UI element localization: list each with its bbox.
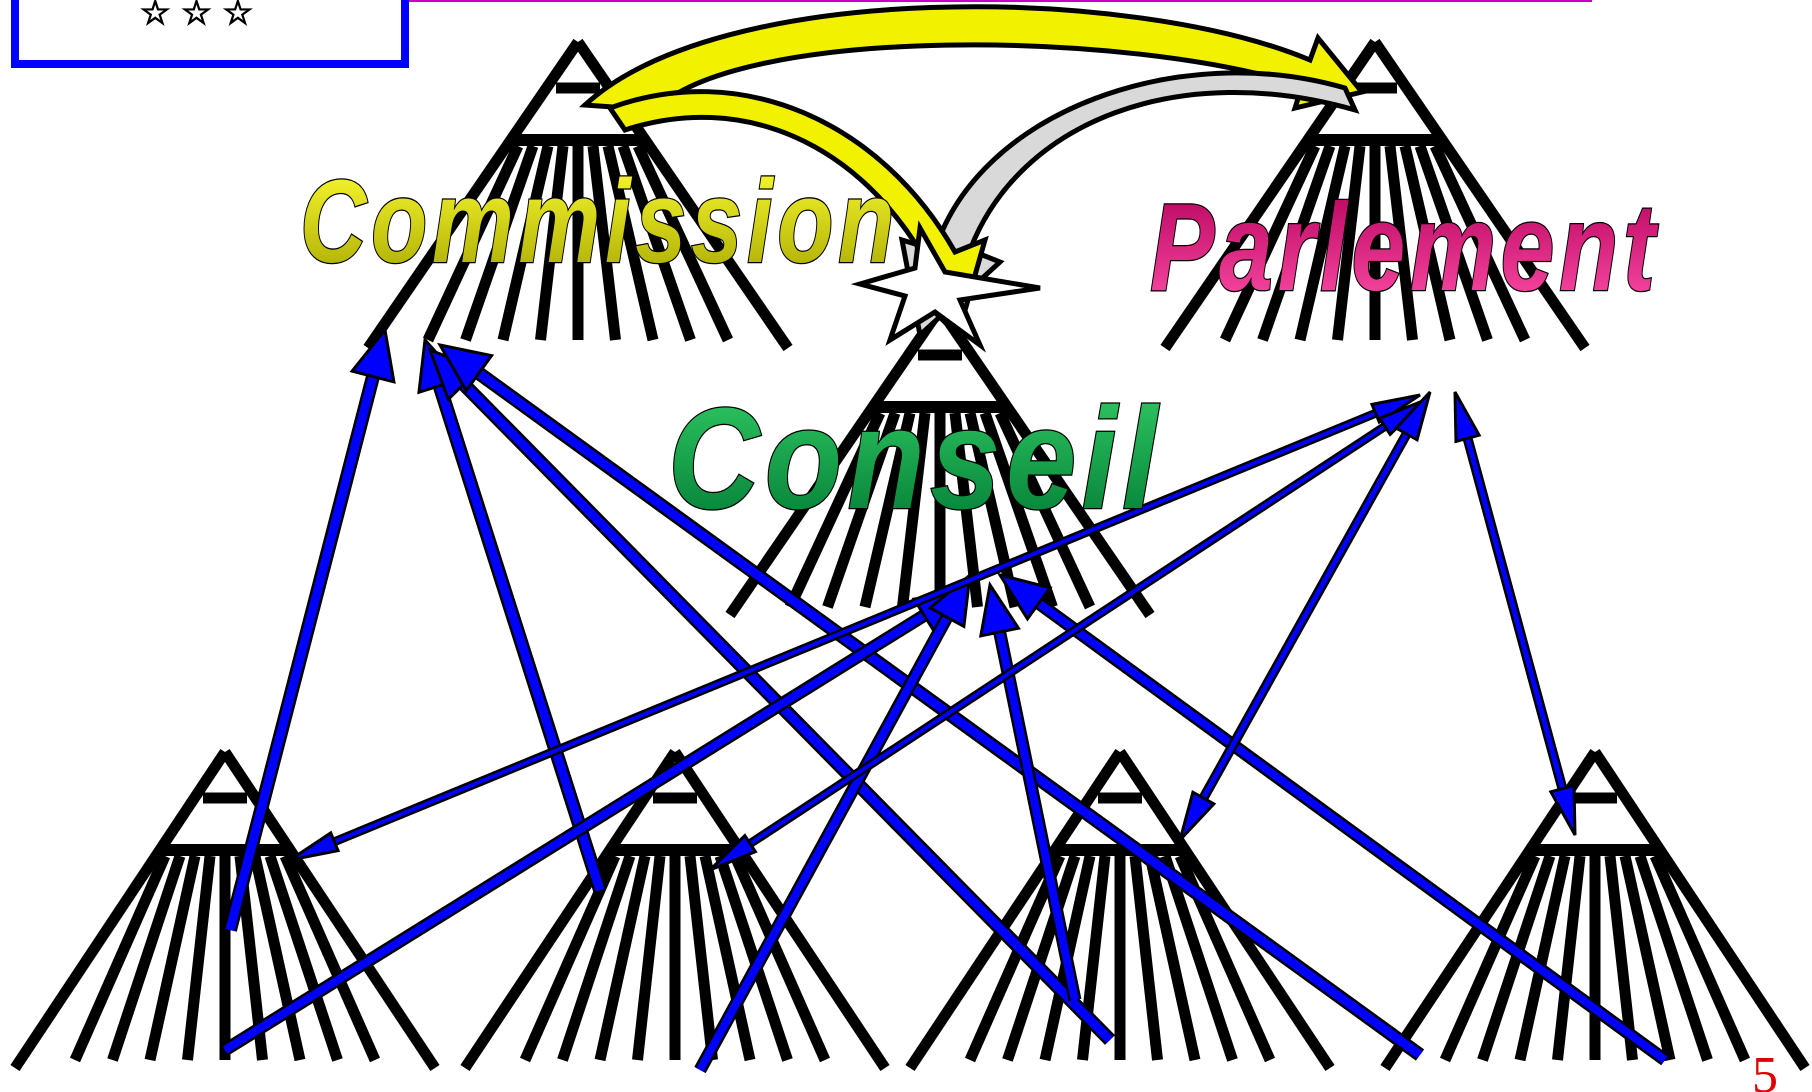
eu-logo: ☆ ☆ ☆ xyxy=(15,0,405,64)
arrow-shaft xyxy=(1039,603,1665,1060)
arrowhead xyxy=(1180,792,1214,840)
arrow-shaft xyxy=(1203,434,1406,798)
rake-member-4 xyxy=(1385,752,1805,1068)
arrow-shaft xyxy=(440,386,600,890)
conseil-label: Conseil xyxy=(668,377,1163,538)
arrow-member1-to-commission xyxy=(230,330,394,930)
arrow-parlement-member4 xyxy=(1455,392,1575,835)
arrow-member1-to-conseil xyxy=(225,590,965,1050)
parlement-label: Parlement xyxy=(1150,177,1660,316)
arrow-parlement-member3 xyxy=(1180,392,1430,840)
arrow-shaft xyxy=(230,376,373,930)
commission-label: Commission xyxy=(300,156,899,288)
rake-member-1 xyxy=(15,752,435,1068)
arrowhead xyxy=(1455,392,1479,441)
arrow-shaft xyxy=(1468,438,1563,788)
logo-stars: ☆ ☆ ☆ xyxy=(140,0,253,33)
arrowhead xyxy=(290,833,338,860)
page-number: 5 xyxy=(1752,1047,1778,1092)
